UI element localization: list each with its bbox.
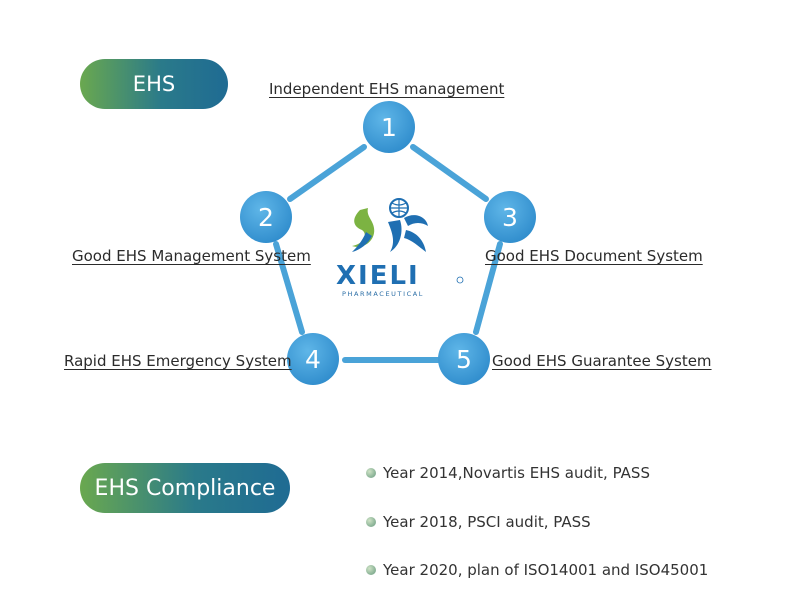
bullet-dot-icon [366, 468, 376, 478]
ehs-heading-pill: EHS [80, 59, 228, 109]
compliance-item-text: Year 2018, PSCI audit, PASS [383, 513, 591, 531]
node-1-number: 1 [381, 113, 397, 142]
node-4-label: Rapid EHS Emergency System [64, 352, 292, 370]
node-4: 4 [287, 333, 339, 385]
compliance-item-text: Year 2014,Novartis EHS audit, PASS [383, 464, 650, 482]
logo-subtitle: PHARMACEUTICAL [342, 290, 424, 298]
node-1-label: Independent EHS management [269, 80, 505, 98]
xieli-logo: XIELI PHARMACEUTICAL [336, 198, 464, 298]
compliance-item: Year 2020, plan of ISO14001 and ISO45001 [366, 561, 708, 579]
node-2: 2 [240, 191, 292, 243]
compliance-item-text: Year 2020, plan of ISO14001 and ISO45001 [383, 561, 709, 579]
edge-3-5 [473, 241, 503, 335]
ehs-compliance-pill: EHS Compliance [80, 463, 290, 513]
ehs-heading-label: EHS [132, 72, 176, 96]
node-2-label: Good EHS Management System [72, 247, 311, 265]
pentagon-edges [273, 144, 503, 363]
node-2-number: 2 [258, 203, 274, 232]
compliance-item: Year 2018, PSCI audit, PASS [366, 513, 591, 531]
bullet-dot-icon [366, 517, 376, 527]
node-5-label: Good EHS Guarantee System [492, 352, 712, 370]
node-5: 5 [438, 333, 490, 385]
compliance-item: Year 2014,Novartis EHS audit, PASS [366, 464, 650, 482]
ehs-compliance-label: EHS Compliance [94, 475, 276, 501]
registered-mark-icon [456, 276, 464, 284]
edge-1-3 [410, 144, 489, 202]
node-3-number: 3 [502, 203, 518, 232]
bullet-dot-icon [366, 565, 376, 575]
node-5-number: 5 [456, 345, 472, 374]
node-1: 1 [363, 101, 415, 153]
node-3: 3 [484, 191, 536, 243]
edge-2-1 [287, 144, 367, 202]
node-3-label: Good EHS Document System [485, 247, 703, 265]
logo-wordmark: XIELI [336, 261, 420, 291]
node-4-number: 4 [305, 345, 321, 374]
edge-4-2 [273, 241, 305, 335]
